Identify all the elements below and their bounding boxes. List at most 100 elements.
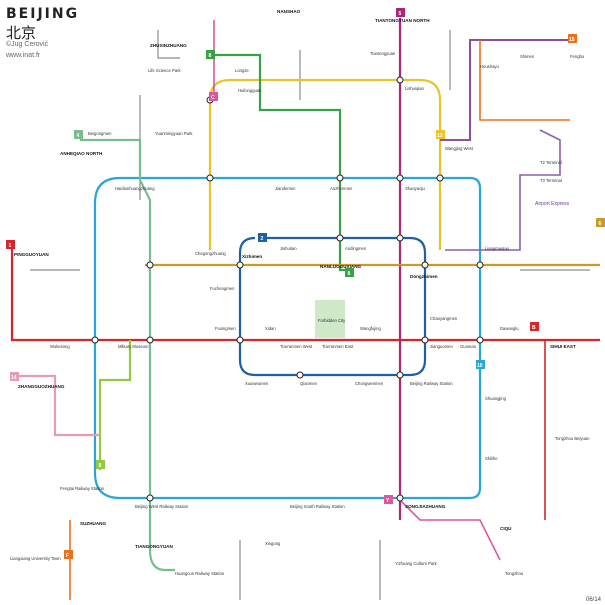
svg-text:Jishuitan: Jishuitan	[280, 246, 297, 251]
svg-text:Houshayu: Houshayu	[480, 64, 500, 69]
svg-text:Xingong: Xingong	[265, 541, 281, 546]
map-title-chinese: 北京	[6, 24, 37, 42]
line-1	[10, 245, 600, 342]
line-10	[93, 176, 482, 500]
svg-text:Wangjing West: Wangjing West	[445, 146, 474, 151]
svg-text:Liangmaqiao: Liangmaqiao	[485, 246, 510, 251]
svg-text:Jiandemen: Jiandemen	[275, 186, 296, 191]
park-label: Forbidden City	[318, 318, 346, 323]
svg-text:Lishuiqiao: Lishuiqiao	[405, 86, 425, 91]
svg-text:13: 13	[437, 133, 443, 139]
line-15-east-ext	[479, 40, 570, 121]
line-2	[238, 236, 427, 377]
svg-text:Xizhimen: Xizhimen	[242, 254, 262, 259]
line-9	[98, 340, 132, 470]
svg-text:Xuanwumen: Xuanwumen	[245, 381, 269, 386]
svg-text:Beigongmen: Beigongmen	[88, 131, 112, 136]
svg-text:Chegongzhuang: Chegongzhuang	[195, 251, 226, 256]
line-14	[14, 374, 100, 437]
svg-text:Chongwenmen: Chongwenmen	[355, 381, 384, 386]
svg-text:Life Science Park: Life Science Park	[148, 68, 181, 73]
svg-text:5: 5	[399, 11, 402, 17]
svg-text:14: 14	[11, 375, 17, 381]
svg-text:SONGJIAZHUANG: SONGJIAZHUANG	[405, 504, 446, 509]
svg-text:ZHANGGUOZHUANG: ZHANGGUOZHUANG	[18, 384, 65, 389]
svg-text:Shuangjing: Shuangjing	[485, 396, 507, 401]
line-4	[80, 138, 175, 572]
line-13	[208, 78, 442, 250]
svg-text:Dongzhimen: Dongzhimen	[410, 274, 438, 279]
svg-text:T3 Terminal: T3 Terminal	[540, 178, 562, 183]
svg-text:Fengtai Railway Station: Fengtai Railway Station	[60, 486, 105, 491]
svg-text:4: 4	[77, 133, 80, 139]
svg-text:NANLUOGUXIANG: NANLUOGUXIANG	[320, 264, 362, 269]
svg-text:Tiantongyuan: Tiantongyuan	[370, 51, 396, 56]
airport-express-line	[445, 129, 561, 251]
svg-text:Y: Y	[386, 498, 390, 504]
svg-text:1: 1	[9, 243, 12, 249]
svg-text:15: 15	[569, 37, 575, 43]
svg-text:Anzhenmen: Anzhenmen	[330, 186, 353, 191]
line-15	[440, 39, 570, 141]
svg-text:SIHUI EAST: SIHUI EAST	[550, 344, 576, 349]
batong-line	[520, 339, 546, 520]
svg-text:Yuanmingyuan Park: Yuanmingyuan Park	[155, 131, 193, 136]
svg-text:Fuxingmen: Fuxingmen	[215, 326, 236, 331]
svg-text:F: F	[66, 553, 69, 559]
svg-text:Shimen: Shimen	[520, 54, 535, 59]
svg-text:Beijing West Railway Station: Beijing West Railway Station	[135, 504, 189, 509]
svg-text:Wangfujing: Wangfujing	[360, 326, 381, 331]
svg-text:T2 Terminal: T2 Terminal	[540, 160, 562, 165]
svg-text:ANHEQIAO NORTH: ANHEQIAO NORTH	[60, 151, 103, 156]
line-badges: 1 2 4 5 6 8 8 9 10 13 14 15 B C F Y	[6, 8, 605, 559]
svg-text:ZHUXINZHUANG: ZHUXINZHUANG	[150, 43, 187, 48]
svg-text:Tian'anmen West: Tian'anmen West	[280, 344, 313, 349]
map-title: BEIJING	[6, 6, 80, 22]
version-label: 06/14	[585, 597, 601, 603]
svg-text:9: 9	[99, 463, 102, 469]
svg-text:B: B	[532, 325, 536, 331]
svg-text:Huangcun Railway Station: Huangcun Railway Station	[175, 571, 225, 576]
svg-text:Longze: Longze	[235, 68, 249, 73]
svg-text:Huilongguan: Huilongguan	[238, 88, 262, 93]
svg-text:Xidan: Xidan	[265, 326, 276, 331]
svg-text:Qianmen: Qianmen	[300, 381, 318, 386]
svg-text:Guomao: Guomao	[460, 344, 477, 349]
line-8	[210, 53, 345, 272]
svg-text:Jianguomen: Jianguomen	[430, 344, 453, 349]
svg-text:Yizhuang Culture Park: Yizhuang Culture Park	[395, 561, 438, 566]
svg-text:CIQU: CIQU	[500, 526, 512, 531]
svg-text:NANSHAO: NANSHAO	[277, 9, 301, 14]
svg-text:Fengbo: Fengbo	[570, 54, 585, 59]
svg-text:Shilihe: Shilihe	[485, 456, 498, 461]
svg-text:8: 8	[348, 271, 351, 277]
author-credit: ©Jug Cerović	[6, 41, 49, 48]
svg-text:Chaoyangmen: Chaoyangmen	[430, 316, 458, 321]
svg-text:Dawanglu: Dawanglu	[500, 326, 519, 331]
svg-text:Wukesong: Wukesong	[50, 344, 70, 349]
svg-text:Beijing South Railway Station: Beijing South Railway Station	[290, 504, 345, 509]
svg-text:Tongzhou: Tongzhou	[505, 571, 524, 576]
svg-text:Tian'anmen East: Tian'anmen East	[322, 344, 354, 349]
svg-text:C: C	[211, 95, 215, 101]
svg-text:Beijing Railway Station: Beijing Railway Station	[410, 381, 453, 386]
svg-text:TIANGONGYUAN: TIANGONGYUAN	[135, 544, 173, 549]
svg-text:2: 2	[261, 236, 264, 242]
svg-text:Liangxiang University Town: Liangxiang University Town	[10, 556, 61, 561]
svg-text:PINGGUOYUAN: PINGGUOYUAN	[14, 252, 49, 257]
svg-text:Airport Express: Airport Express	[535, 201, 570, 207]
svg-text:TIANTONGYUAN NORTH: TIANTONGYUAN NORTH	[375, 18, 430, 23]
svg-text:Andingmen: Andingmen	[345, 246, 367, 251]
svg-text:10: 10	[477, 363, 483, 369]
svg-text:6: 6	[599, 221, 602, 227]
website-link[interactable]: www.inat.fr	[6, 52, 41, 59]
station-labels: NANSHAO TIANTONGYUAN NORTH ZHUXINZHUANG …	[10, 9, 590, 576]
svg-text:Military Museum: Military Museum	[118, 344, 149, 349]
yizhuang-line	[399, 499, 501, 561]
svg-text:Fuchengmen: Fuchengmen	[210, 286, 235, 291]
svg-text:Shaoyaoju: Shaoyaoju	[405, 186, 425, 191]
svg-text:8: 8	[209, 53, 212, 59]
grey-secondary-lines	[30, 30, 590, 600]
forbidden-city-park	[315, 300, 345, 338]
